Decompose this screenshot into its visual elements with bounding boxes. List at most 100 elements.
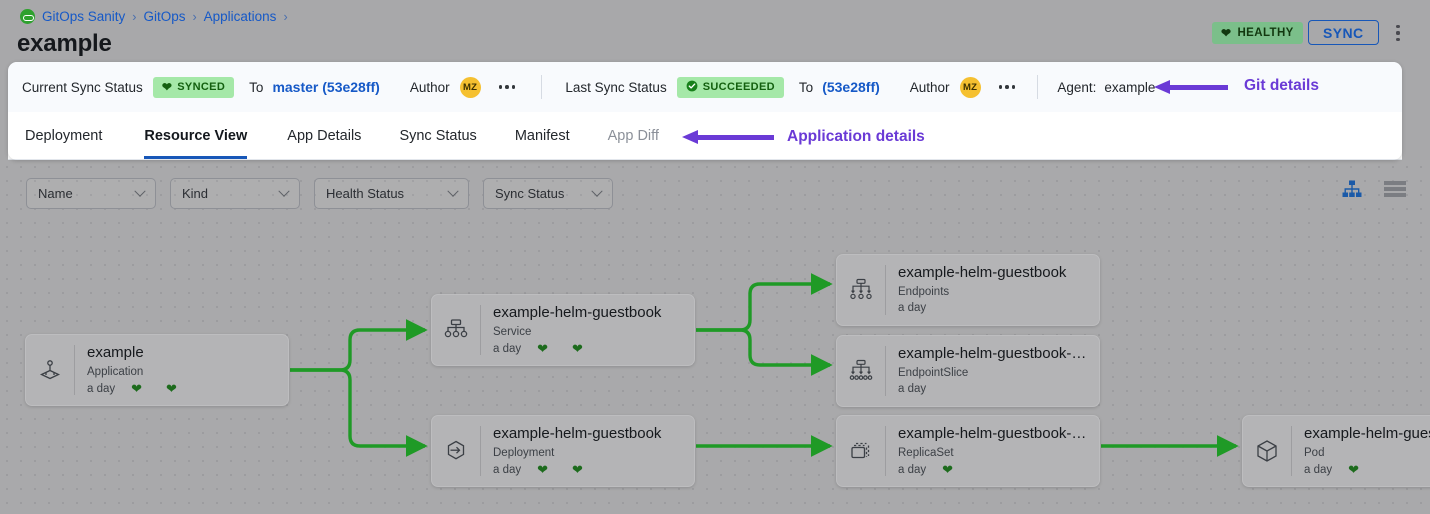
tab-label: Manifest	[514, 128, 570, 144]
service-icon	[432, 295, 480, 365]
node-age: a day	[87, 382, 116, 395]
node-kind: Service	[493, 326, 532, 338]
last-sync-status-label: Last Sync Status	[565, 79, 667, 95]
divider	[885, 426, 886, 476]
avatar: MZ	[959, 76, 981, 98]
last-more-icon[interactable]	[998, 85, 1016, 89]
avatar: MZ	[459, 76, 481, 98]
resource-graph-canvas[interactable]: Name Kind Health Status Sync Status	[0, 160, 1430, 514]
gitops-logo-icon	[20, 9, 35, 24]
filter-kind[interactable]: Kind	[170, 178, 300, 209]
node-age: a day	[1304, 463, 1333, 476]
node-kind: EndpointSlice	[898, 367, 969, 379]
agent-value: example	[1104, 79, 1156, 95]
last-author-label: Author	[909, 79, 950, 95]
filter-health-status[interactable]: Health Status	[314, 178, 469, 209]
node-name: example-helm-guestbook	[493, 425, 662, 442]
graph-node-deployment[interactable]: example-helm-guestbook Deployment a day …	[431, 415, 695, 487]
node-age: a day	[898, 463, 927, 476]
tab-app-diff[interactable]: App Diff	[608, 113, 659, 159]
application-icon	[26, 335, 74, 405]
deployment-icon	[432, 416, 480, 486]
divider	[480, 305, 481, 355]
divider	[885, 265, 886, 315]
current-to-label: To	[249, 79, 264, 95]
graph-node-endpointslice[interactable]: example-helm-guestbook-ct... EndpointSli…	[836, 335, 1100, 407]
node-kind: Pod	[1304, 447, 1325, 459]
chevron-down-icon	[591, 185, 603, 197]
tab-label: App Diff	[607, 128, 659, 144]
divider	[1037, 75, 1039, 99]
node-name: example	[87, 344, 144, 361]
agent-label: Agent:	[1057, 79, 1097, 95]
tab-sync-status[interactable]: Sync Status	[399, 113, 476, 159]
breadcrumb-separator: ›	[283, 9, 288, 24]
tab-label: Resource View	[144, 128, 248, 144]
filter-sync-status[interactable]: Sync Status	[483, 178, 613, 209]
chevron-down-icon	[134, 185, 146, 197]
node-age: a day	[898, 302, 927, 314]
node-name: example-helm-guestbook-74...	[898, 425, 1089, 442]
sync-heart-icon: ❤	[166, 381, 177, 396]
annotation-arrow-application-details	[682, 130, 774, 144]
graph-node-pod[interactable]: example-helm-guest Pod a day ❤	[1242, 415, 1430, 487]
breadcrumb-item-gitops-sanity[interactable]: GitOps Sanity	[42, 9, 126, 24]
divider	[885, 346, 886, 396]
sync-heart-icon: ❤	[572, 341, 583, 356]
node-age: a day	[493, 342, 522, 355]
annotation-application-details: Application details	[787, 128, 925, 145]
filter-label: Health Status	[326, 186, 405, 201]
filter-label: Kind	[182, 186, 209, 201]
graph-node-replicaset[interactable]: example-helm-guestbook-74... ReplicaSet …	[836, 415, 1100, 487]
endpointslice-icon	[837, 336, 885, 406]
node-kind: Endpoints	[898, 286, 950, 298]
current-more-icon[interactable]	[498, 85, 516, 89]
node-name: example-helm-guestbook-ct...	[898, 345, 1089, 362]
last-sync-status-pill: SUCCEEDED	[676, 76, 784, 98]
graph-node-endpoints[interactable]: example-helm-guestbook Endpoints a day	[836, 254, 1100, 326]
node-kind: ReplicaSet	[898, 447, 954, 459]
status-badge-health: ❤ HEALTHY	[1212, 22, 1303, 44]
chevron-down-icon	[447, 185, 459, 197]
divider	[480, 426, 481, 476]
current-revision-link[interactable]: master (53e28ff)	[272, 79, 380, 95]
breadcrumb-item-gitops[interactable]: GitOps	[143, 9, 186, 24]
health-heart-icon: ❤	[131, 381, 143, 396]
tree-view-icon[interactable]	[1342, 180, 1362, 203]
annotation-git-details: Git details	[1244, 77, 1319, 94]
replicaset-icon	[837, 416, 885, 486]
filter-name[interactable]: Name	[26, 178, 156, 209]
node-name: example-helm-guest	[1304, 425, 1430, 442]
list-view-icon[interactable]	[1384, 180, 1406, 203]
last-sync-status-pill-label: SUCCEEDED	[702, 81, 775, 93]
filter-label: Sync Status	[495, 186, 565, 201]
health-heart-icon: ❤	[537, 341, 549, 356]
tab-resource-view[interactable]: Resource View	[144, 113, 247, 159]
current-sync-status-pill: ❤ SYNCED	[152, 76, 235, 98]
tab-label: Deployment	[25, 128, 103, 144]
tab-label: App Details	[287, 128, 362, 144]
breadcrumb-item-applications[interactable]: Applications	[203, 9, 277, 24]
graph-node-application[interactable]: example Application a day ❤ ❤	[25, 334, 289, 406]
graph-node-service[interactable]: example-helm-guestbook Service a day ❤ ❤	[431, 294, 695, 366]
tab-deployment[interactable]: Deployment	[25, 113, 102, 159]
sync-button[interactable]: SYNC	[1308, 20, 1379, 45]
chevron-down-icon	[278, 185, 290, 197]
divider	[1291, 426, 1292, 476]
breadcrumb-separator: ›	[192, 9, 197, 24]
node-kind: Application	[87, 366, 144, 378]
filter-bar: Name Kind Health Status Sync Status	[26, 178, 613, 209]
node-name: example-helm-guestbook	[493, 304, 662, 321]
node-name: example-helm-guestbook	[898, 264, 1067, 281]
node-kind: Deployment	[493, 447, 555, 459]
annotation-arrow-git-details	[1154, 80, 1228, 94]
tab-app-details[interactable]: App Details	[287, 113, 361, 159]
tab-manifest[interactable]: Manifest	[515, 113, 570, 159]
divider	[74, 345, 75, 395]
current-sync-status-pill-label: SYNCED	[177, 81, 226, 93]
last-revision-link[interactable]: (53e28ff)	[822, 79, 880, 95]
view-toggle-group	[1342, 180, 1406, 203]
health-heart-icon: ❤	[537, 462, 549, 477]
more-options-icon[interactable]	[1391, 20, 1405, 46]
